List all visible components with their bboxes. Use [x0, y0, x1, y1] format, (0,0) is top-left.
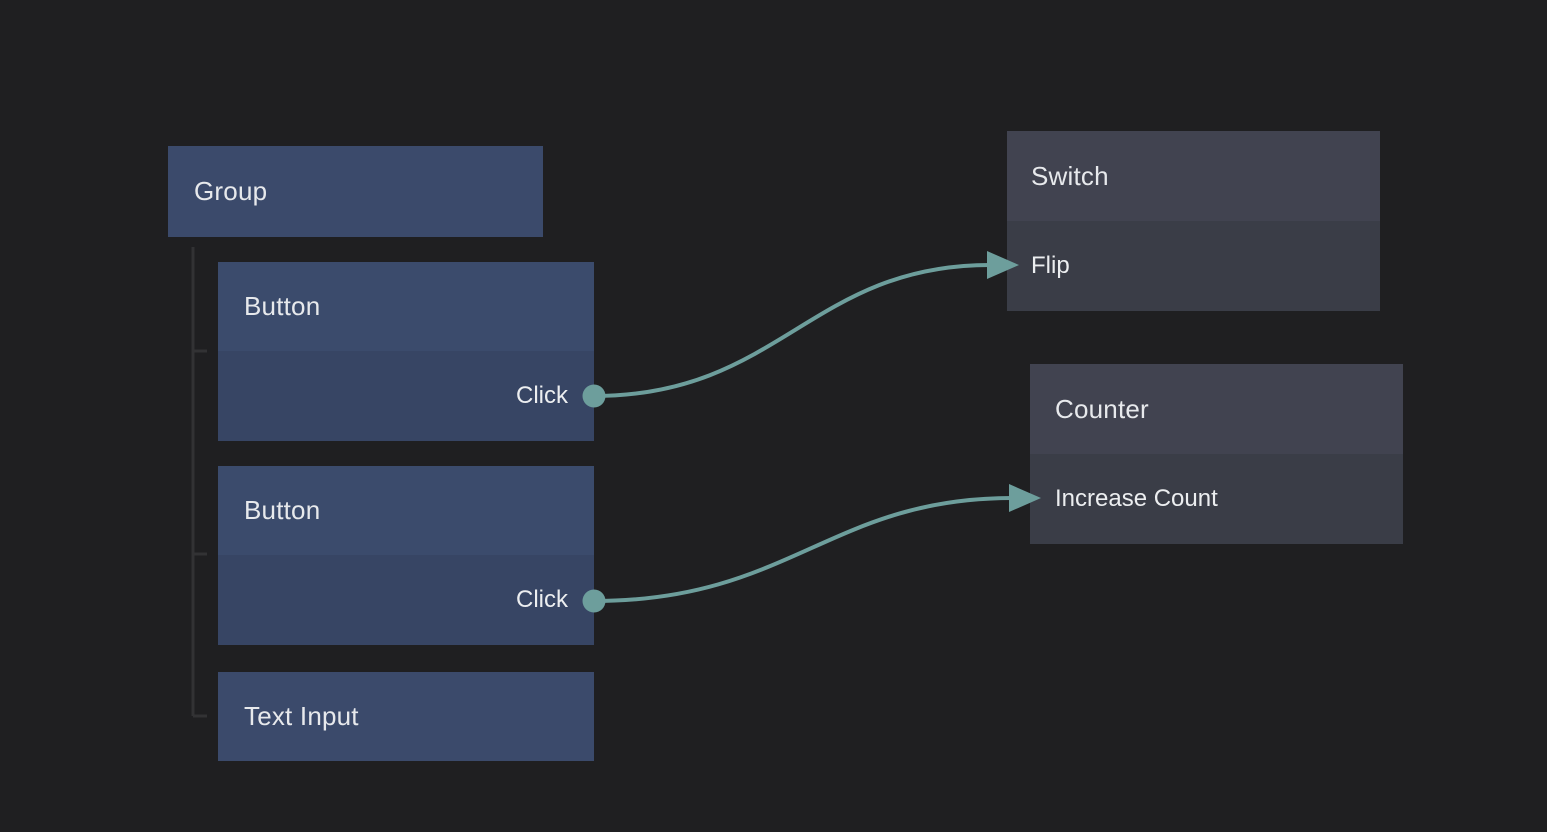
node-button-2[interactable]: Button Click [218, 466, 594, 645]
node-group[interactable]: Group [168, 146, 543, 237]
node-text-input[interactable]: Text Input [218, 672, 594, 761]
node-button-1[interactable]: Button Click [218, 262, 594, 441]
node-button-1-header: Button [218, 262, 594, 351]
node-button-2-title: Button [244, 495, 321, 525]
node-button-2-click-label: Click [516, 586, 568, 613]
edge-button1-click-to-switch-flip[interactable] [593, 263, 991, 398]
node-counter-title: Counter [1055, 393, 1149, 424]
node-button-2-header: Button [218, 466, 594, 555]
node-counter-body: Increase Count [1030, 454, 1403, 544]
node-switch-body: Flip [1007, 221, 1380, 311]
node-group-title: Group [194, 176, 268, 206]
node-counter-header: Counter [1030, 364, 1403, 454]
node-text-input-title: Text Input [244, 701, 359, 731]
node-switch-flip-label: Flip [1031, 252, 1070, 279]
node-button-2-body: Click [218, 555, 594, 645]
node-switch[interactable]: Switch Flip [1007, 131, 1380, 311]
node-counter-increase-count-label: Increase Count [1055, 485, 1218, 512]
node-group-header: Group [168, 146, 543, 237]
node-button-1-title: Button [244, 291, 321, 321]
node-switch-title: Switch [1031, 160, 1109, 191]
edge-button2-click-to-counter-increase-count[interactable] [593, 496, 1013, 603]
node-button-1-body: Click [218, 351, 594, 441]
node-text-input-header: Text Input [218, 672, 594, 761]
node-switch-header: Switch [1007, 131, 1380, 221]
node-button-1-click-label: Click [516, 382, 568, 409]
node-counter[interactable]: Counter Increase Count [1030, 364, 1403, 544]
